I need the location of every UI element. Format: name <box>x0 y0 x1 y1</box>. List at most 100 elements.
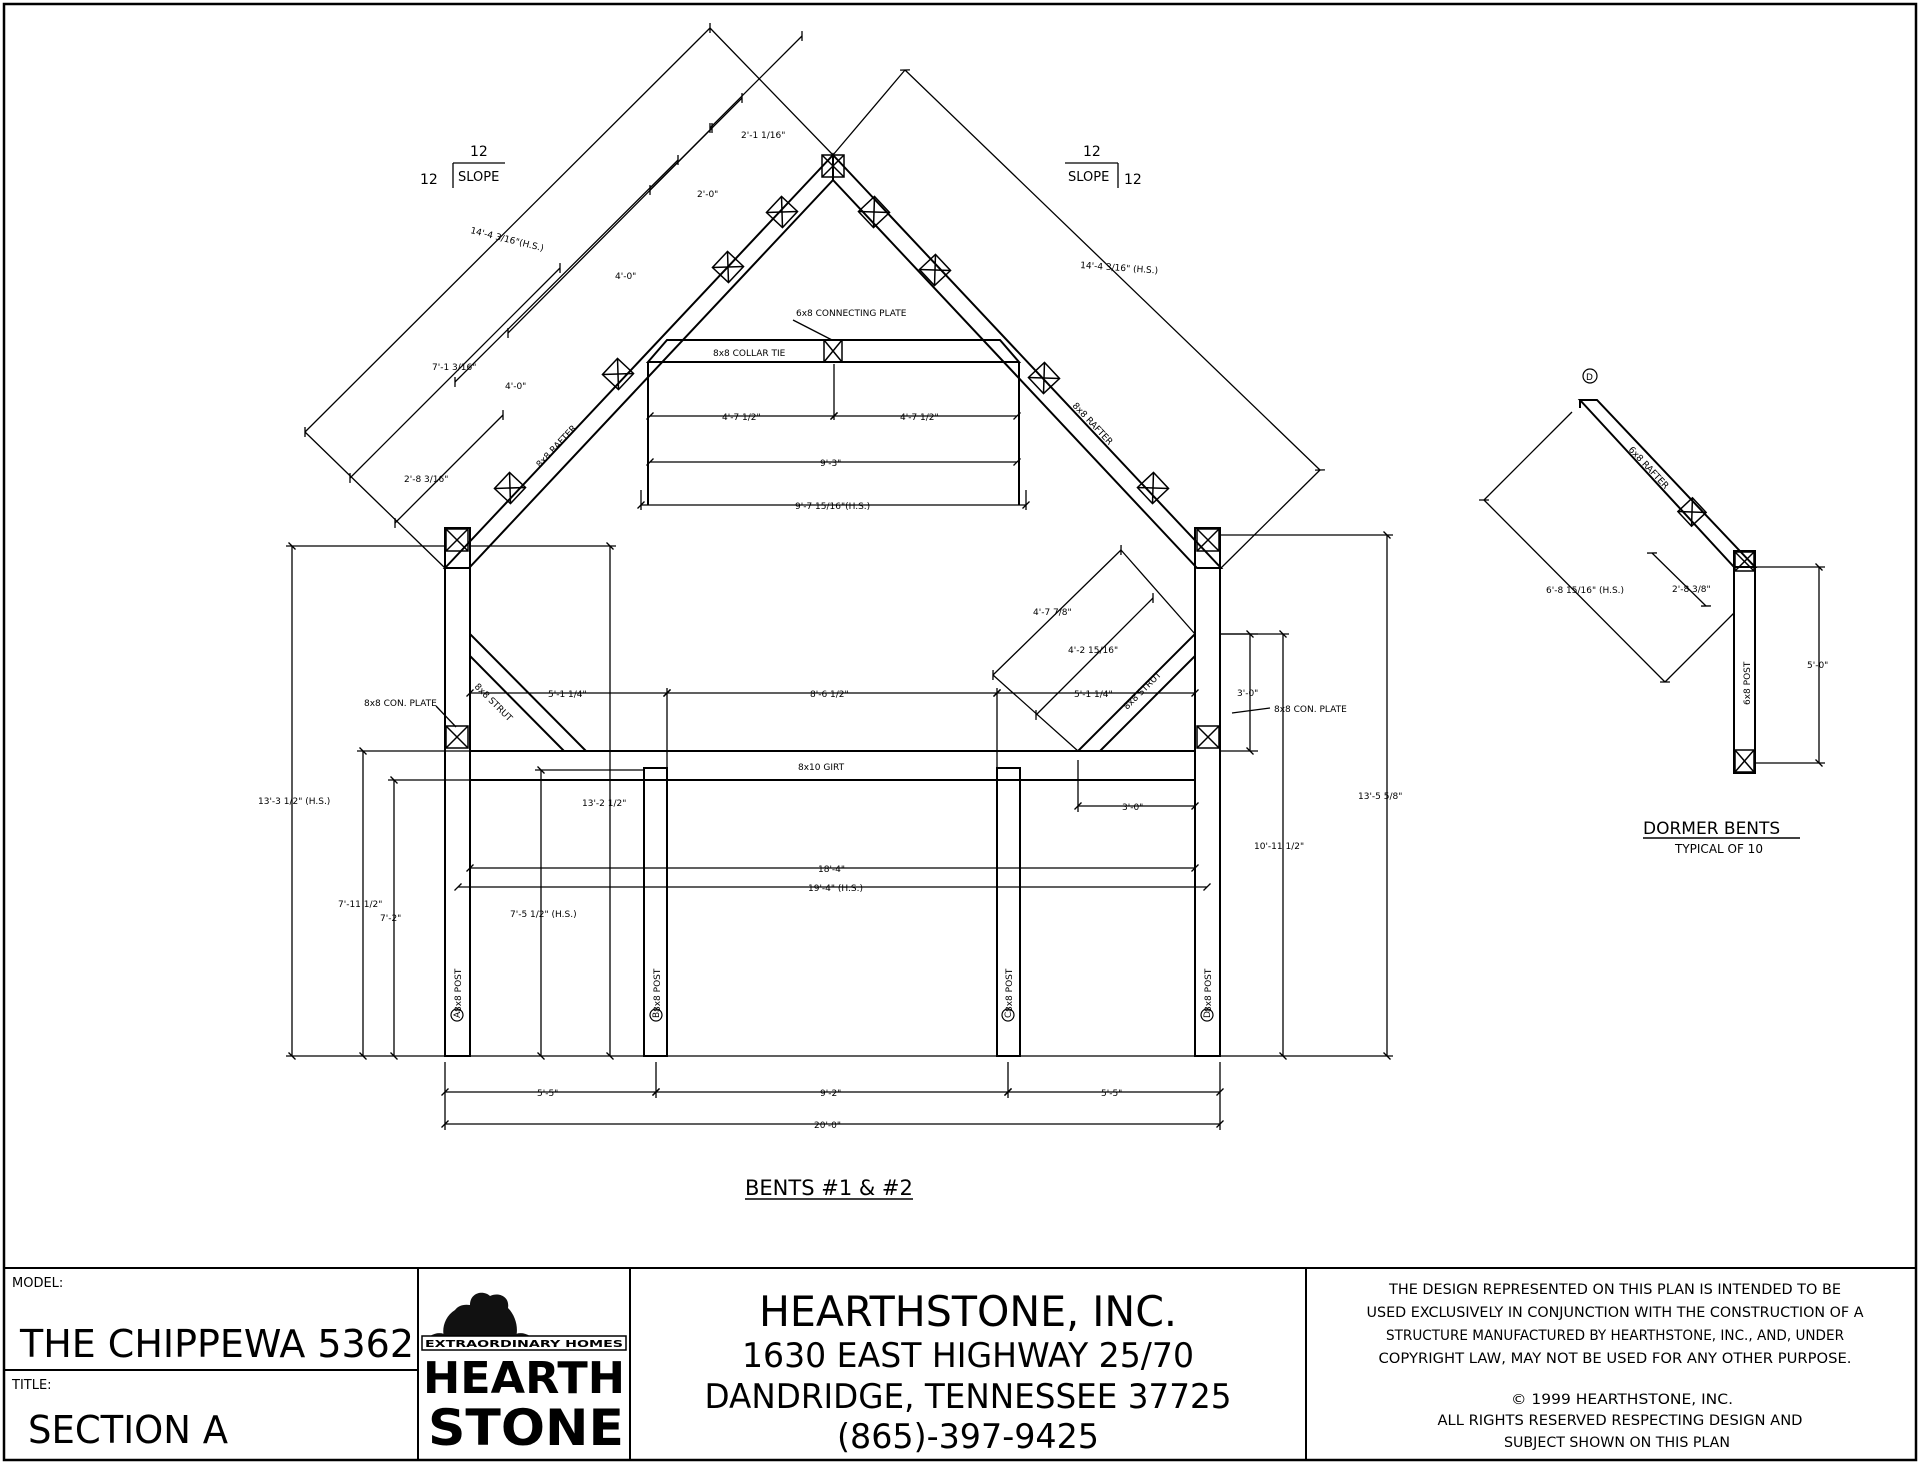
dim-7-5-half: 7'-5 1/2" (H.S.) <box>510 910 577 920</box>
dim-13-5-5-8: 13'-5 5/8" <box>1358 792 1402 802</box>
dim-8-6-half: 8'-6 1/2" <box>810 690 849 700</box>
dormer-dim-short: 2'-8 3/8" <box>1672 585 1711 595</box>
dim-5-5-left: 5'-5" <box>537 1089 558 1099</box>
grid-marker-d <box>1200 1008 1214 1022</box>
dormer-post-label: 6x8 POST <box>1743 661 1753 705</box>
logo-tagline: EXTRAORDINARY HOMES <box>425 1339 623 1350</box>
slope-indicators <box>452 162 1119 188</box>
label-con-plate-right: 8x8 CON. PLATE <box>1274 705 1347 715</box>
dormer-post <box>1733 550 1756 774</box>
label-girt: 8x10 GIRT <box>798 763 845 773</box>
dormer-subtitle: TYPICAL OF 10 <box>1674 842 1763 856</box>
dim-7-2: 7'-2" <box>380 914 401 924</box>
dormer-dim-length: 6'-8 15/16" (H.S.) <box>1546 586 1624 596</box>
hearthstone-logo: EXTRAORDINARY HOMES HEARTH STONE <box>421 1292 627 1457</box>
block <box>823 339 843 363</box>
dim-5-5-right: 5'-5" <box>1101 1089 1122 1099</box>
left-strut <box>469 631 589 752</box>
label-strut-right: 8x8 STRUT <box>1122 670 1164 712</box>
logo-word-stone: STONE <box>428 1399 624 1457</box>
dim-2-1-1-16: 2'-1 1/16" <box>741 131 785 141</box>
label-rafter-left: 8x8 RAFTER <box>535 424 579 470</box>
company-address1: 1630 EAST HIGHWAY 25/70 <box>742 1336 1194 1376</box>
dim-7-11-half: 7'-11 1/2" <box>338 900 382 910</box>
dim-10-11-half: 10'-11 1/2" <box>1254 842 1304 852</box>
label-strut-left: 8x8 STRUT <box>472 682 514 724</box>
dim-18-4: 18'-4" <box>818 865 845 875</box>
dim-13-3-half: 13'-3 1/2" (H.S.) <box>258 797 330 807</box>
dim-4-0-b: 4'-0" <box>505 382 526 392</box>
label-connecting-plate: 6x8 CONNECTING PLATE <box>796 309 907 319</box>
company-phone: (865)-397-9425 <box>837 1417 1099 1457</box>
block <box>445 528 469 552</box>
title-value: SECTION A <box>28 1408 228 1452</box>
slope-left-run: 12 <box>420 172 438 188</box>
logo-figure-icon <box>443 1292 517 1344</box>
block <box>918 253 952 287</box>
label-post-a: 8x8 POST <box>454 968 464 1012</box>
notice-line3: STRUCTURE MANUFACTURED BY HEARTHSTONE, I… <box>1386 1328 1844 1344</box>
company-name: HEARTHSTONE, INC. <box>759 1287 1177 1336</box>
dormer-blocks <box>1676 496 1755 773</box>
label-post-d: 8x8 POST <box>1204 968 1214 1012</box>
girt <box>469 750 1196 781</box>
grid-marker-a <box>450 1008 464 1022</box>
block <box>711 250 745 284</box>
grid-c: C <box>1004 1012 1014 1018</box>
main-drawing-title: BENTS #1 & #2 <box>745 1176 913 1200</box>
dormer-marker-circle <box>1582 368 1598 384</box>
dim-7-1-3-16: 7'-1 3/16" <box>432 363 476 373</box>
connection-blocks <box>445 154 1220 749</box>
dim-rafter-length-right: 14'-4 3/16" (H.S.) <box>1080 261 1159 276</box>
notice-line5: ALL RIGHTS RESERVED RESPECTING DESIGN AN… <box>1438 1413 1803 1429</box>
slope-right-word: SLOPE <box>1068 170 1109 185</box>
model-label: MODEL: <box>12 1276 63 1291</box>
dim-3-0-vertical: 3'-0" <box>1237 689 1258 699</box>
block <box>601 357 635 391</box>
dim-13-2-half: 13'-2 1/2" <box>582 799 626 809</box>
grid-marker-c <box>1001 1008 1015 1022</box>
dim-5-1-quarter-right: 5'-1 1/4" <box>1074 690 1113 700</box>
dormer-dimensions <box>1479 411 1825 767</box>
dormer-title: DORMER BENTS <box>1643 819 1780 839</box>
grid-b: B <box>652 1012 662 1018</box>
dimension-lines <box>286 23 1393 1130</box>
grid-marker-b <box>649 1008 663 1022</box>
company-address2: DANDRIDGE, TENNESSEE 37725 <box>705 1377 1232 1417</box>
block <box>493 471 527 505</box>
slope-left-word: SLOPE <box>458 170 499 185</box>
block <box>1196 725 1220 749</box>
dim-4-7-half-left: 4'-7 1/2" <box>722 413 761 423</box>
title-block-frame <box>4 1267 1916 1460</box>
model-value: THE CHIPPEWA 5362 <box>19 1322 414 1366</box>
dim-9-7-15-16: 9'-7 15/16"(H.S.) <box>795 502 870 512</box>
slope-right-run: 12 <box>1124 172 1142 188</box>
dim-9-2: 9'-2" <box>820 1089 841 1099</box>
slope-right-rise: 12 <box>1083 144 1101 160</box>
block <box>1196 528 1220 552</box>
notice-line6: SUBJECT SHOWN ON THIS PLAN <box>1504 1435 1730 1451</box>
bent-frame <box>442 152 1224 1057</box>
dim-4-0-a: 4'-0" <box>615 272 636 282</box>
dim-2-0: 2'-0" <box>697 190 718 200</box>
grid-markers <box>450 1008 1214 1022</box>
dim-4-7-half-right: 4'-7 1/2" <box>900 413 939 423</box>
dim-19-4: 19'-4" (H.S.) <box>808 884 863 894</box>
slope-left-rise: 12 <box>470 144 488 160</box>
dim-20-0: 20'-0" <box>814 1121 841 1131</box>
dim-5-1-quarter-left: 5'-1 1/4" <box>548 690 587 700</box>
block <box>1676 496 1708 528</box>
label-post-c: 8x8 POST <box>1005 968 1015 1012</box>
block <box>445 725 469 749</box>
dim-2-8-3-16: 2'-8 3/16" <box>404 475 448 485</box>
notice-line1: THE DESIGN REPRESENTED ON THIS PLAN IS I… <box>1388 1282 1841 1298</box>
block <box>857 195 891 229</box>
dim-9-3: 9'-3" <box>820 459 841 469</box>
notice-line2: USED EXCLUSIVELY IN CONJUNCTION WITH THE… <box>1367 1305 1864 1321</box>
dormer-marker: D <box>1586 373 1593 383</box>
label-collar-tie: 8x8 COLLAR TIE <box>713 349 786 359</box>
grid-a: A <box>453 1011 463 1018</box>
label-post-b: 8x8 POST <box>653 968 663 1012</box>
